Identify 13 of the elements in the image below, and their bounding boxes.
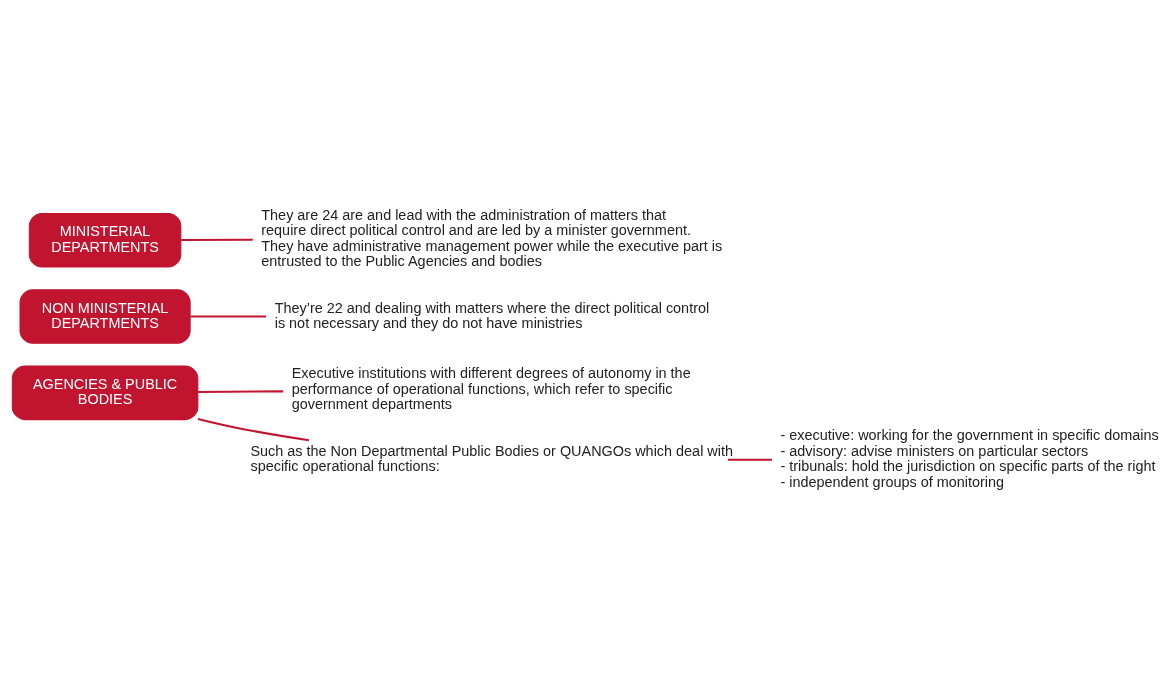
connector (181, 238, 253, 241)
node-box: NON MINISTERIAL DEPARTMENTS (19, 288, 191, 344)
node-text: They are 24 are and lead with the administration of matters that require direct political control and are led by a minister government. They have administrative management power while the executive part is entrusted to the Public Agencies and bodies (261, 206, 723, 269)
node-text: They’re 22 and dealing with matters where the direct political control is not necessary and they do not have ministries (274, 299, 710, 331)
node-box: MINISTERIAL DEPARTMENTS (28, 212, 182, 268)
node-text: Such as the Non Departmental Public Bodies or QUANGOs which deal with specific operational functions: (250, 442, 734, 474)
node-text: Executive institutions with different degrees of autonomy in the performance of operational functions, which refer to specific government departments (291, 364, 691, 412)
connector (198, 389, 284, 393)
connector (197, 417, 310, 441)
connector (727, 458, 772, 461)
connector (190, 315, 267, 318)
node-box: AGENCIES & PUBLIC BODIES (11, 365, 199, 420)
node-text: - executive: working for the government in specific domains - advisory: advise ministers on particular sectors - tribunals: hold the jurisdiction on specific parts of the right - independent groups of monitoring (780, 426, 1159, 490)
